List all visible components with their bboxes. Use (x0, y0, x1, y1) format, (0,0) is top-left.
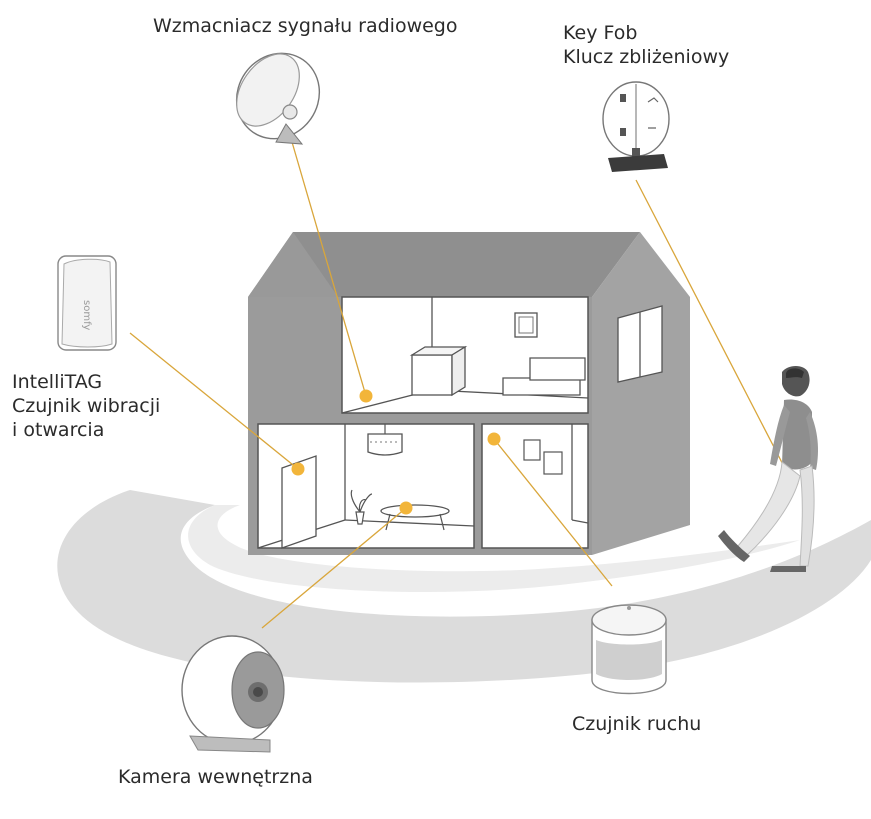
intellitag-label: IntelliTAG Czujnik wibracji i otwarcia (12, 370, 160, 442)
intellitag-label-line1: IntelliTAG (12, 371, 103, 393)
house-roof (248, 232, 640, 297)
intellitag-point (291, 462, 305, 476)
person-torso (782, 399, 812, 470)
pendant-lamp (367, 433, 403, 456)
key-fob-device (602, 81, 670, 172)
motion-sensor-device (591, 604, 667, 695)
indoor-camera-label: Kamera wewnętrzna (118, 766, 313, 788)
picture-frame (514, 312, 538, 338)
key-fob-label: Key Fob Klucz zbliżeniowy (563, 21, 729, 69)
signal-amplifier-label: Wzmacniacz sygnału radiowego (153, 15, 458, 37)
walking-person (718, 366, 818, 572)
motion-sensor-label: Czujnik ruchu (572, 713, 702, 735)
house-side-wall (592, 232, 690, 555)
house (248, 232, 690, 555)
key-fob-label-line1: Key Fob (563, 22, 638, 44)
plant (355, 511, 365, 525)
intellitag-label-line2: Czujnik wibracji (12, 395, 161, 417)
person-leg-front (799, 465, 815, 567)
intellitag-label-line3: i otwarcia (12, 419, 105, 441)
camera-point (399, 501, 413, 515)
coffee-table (380, 504, 450, 518)
amplifier-point (359, 389, 373, 403)
key-fob-label-line2: Klucz zbliżeniowy (563, 46, 730, 68)
somfy-logo: somfy (81, 300, 92, 330)
door (281, 455, 317, 549)
signal-amplifier-device (235, 52, 321, 145)
connector-lines (129, 141, 793, 629)
cabinet (411, 354, 453, 396)
floor-path (57, 490, 871, 683)
indoor-camera-device (181, 635, 285, 753)
motion-point (487, 432, 501, 446)
lower-right-room (481, 423, 589, 549)
intellitag-device: somfy (57, 255, 117, 351)
